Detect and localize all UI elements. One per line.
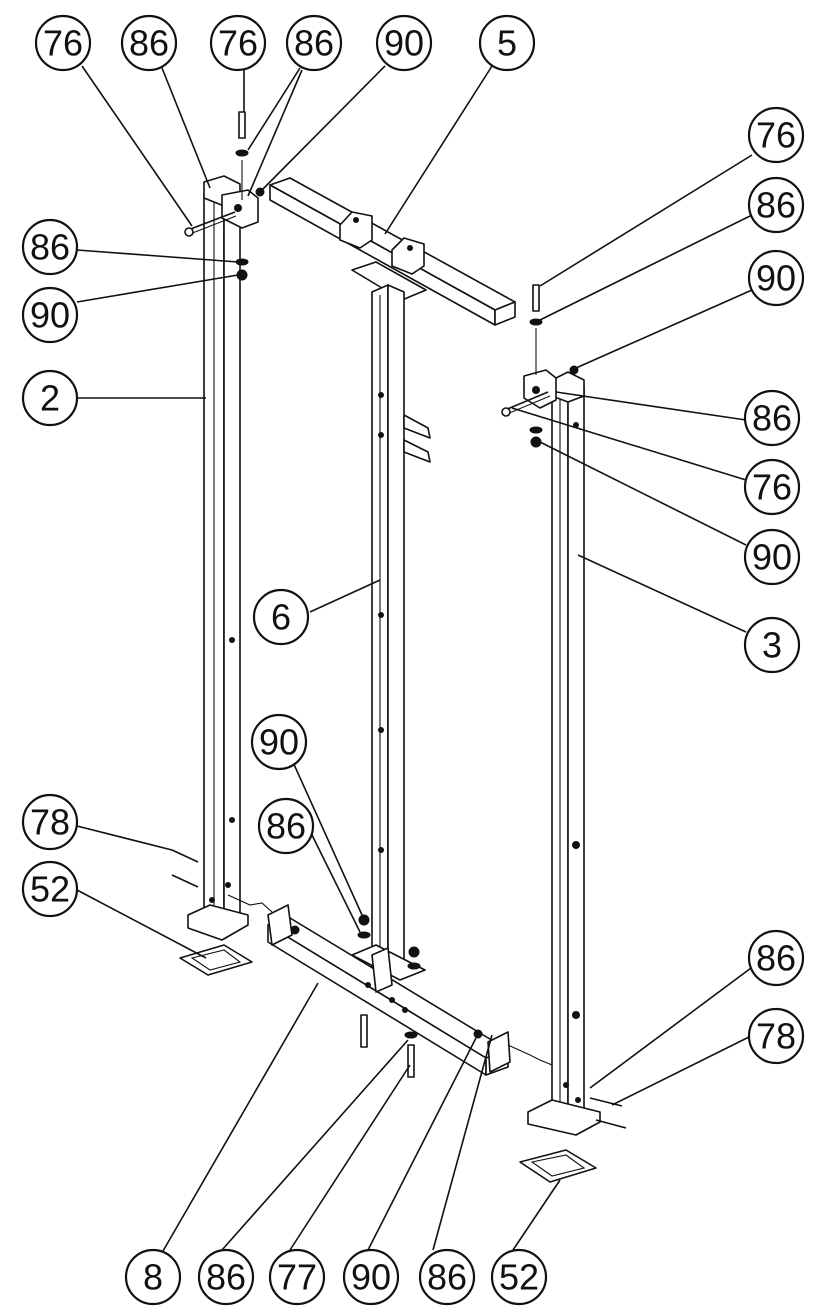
callout-8: 8 (124, 1248, 182, 1306)
leader-lines (76, 65, 753, 1252)
svg-text:3: 3 (762, 625, 782, 666)
svg-text:76: 76 (43, 23, 83, 64)
svg-text:86: 86 (30, 227, 70, 268)
callout-3: 3 (743, 616, 801, 674)
callout-86: 86 (743, 389, 801, 447)
svg-text:52: 52 (499, 1257, 539, 1298)
svg-text:77: 77 (277, 1257, 317, 1298)
callout-6: 6 (252, 588, 310, 646)
svg-text:90: 90 (351, 1257, 391, 1298)
parts (171, 111, 627, 1183)
bottom-crossbar-part-8 (227, 894, 553, 1076)
svg-text:86: 86 (294, 23, 334, 64)
svg-text:86: 86 (206, 1257, 246, 1298)
callout-5: 5 (478, 14, 536, 72)
svg-text:78: 78 (30, 802, 70, 843)
callout-90: 90 (743, 528, 801, 586)
svg-text:6: 6 (271, 597, 291, 638)
callout-90: 90 (375, 14, 433, 72)
callout-86: 86 (747, 929, 805, 987)
callout-86: 86 (257, 797, 315, 855)
svg-text:86: 86 (129, 23, 169, 64)
svg-text:76: 76 (752, 467, 792, 508)
callout-77: 77 (268, 1248, 326, 1306)
svg-text:86: 86 (427, 1257, 467, 1298)
callout-86: 86 (120, 14, 178, 72)
callout-86: 86 (21, 218, 79, 276)
callout-52: 52 (490, 1248, 548, 1306)
bottom-fasteners (171, 849, 627, 1129)
svg-text:76: 76 (756, 115, 796, 156)
svg-text:52: 52 (30, 869, 70, 910)
svg-text:86: 86 (266, 806, 306, 847)
svg-text:78: 78 (756, 1016, 796, 1057)
svg-text:90: 90 (752, 537, 792, 578)
svg-text:86: 86 (756, 185, 796, 226)
callout-86: 86 (418, 1248, 476, 1306)
svg-text:5: 5 (497, 23, 517, 64)
svg-text:2: 2 (40, 378, 60, 419)
callout-76: 76 (209, 14, 267, 72)
callout-76: 76 (34, 14, 92, 72)
right-upright-part-3 (501, 284, 601, 1136)
callout-90: 90 (747, 249, 805, 307)
callout-78: 78 (21, 793, 79, 851)
svg-text:86: 86 (756, 938, 796, 979)
svg-text:90: 90 (30, 295, 70, 336)
callouts: 76 86 76 86 90 5 86 90 2 76 86 (21, 14, 805, 1306)
middle-upright-part-6 (351, 284, 431, 981)
callout-90: 90 (342, 1248, 400, 1306)
callout-90: 90 (250, 713, 308, 771)
svg-text:8: 8 (143, 1257, 163, 1298)
callout-86: 86 (285, 14, 343, 72)
callout-78: 78 (747, 1007, 805, 1065)
callout-2: 2 (21, 369, 79, 427)
left-fasteners (235, 111, 265, 281)
svg-text:76: 76 (218, 23, 258, 64)
callout-90: 90 (21, 286, 79, 344)
callout-86: 86 (747, 176, 805, 234)
top-crossbar-part-5 (269, 177, 516, 326)
callout-52: 52 (21, 860, 79, 918)
svg-text:90: 90 (259, 722, 299, 763)
callout-76: 76 (743, 458, 801, 516)
svg-text:90: 90 (384, 23, 424, 64)
left-upright-part-2 (184, 175, 259, 941)
callout-76: 76 (747, 106, 805, 164)
svg-text:86: 86 (752, 398, 792, 439)
callout-86: 86 (197, 1248, 255, 1306)
svg-text:90: 90 (756, 258, 796, 299)
foot-caps-part-52 (179, 944, 597, 1183)
